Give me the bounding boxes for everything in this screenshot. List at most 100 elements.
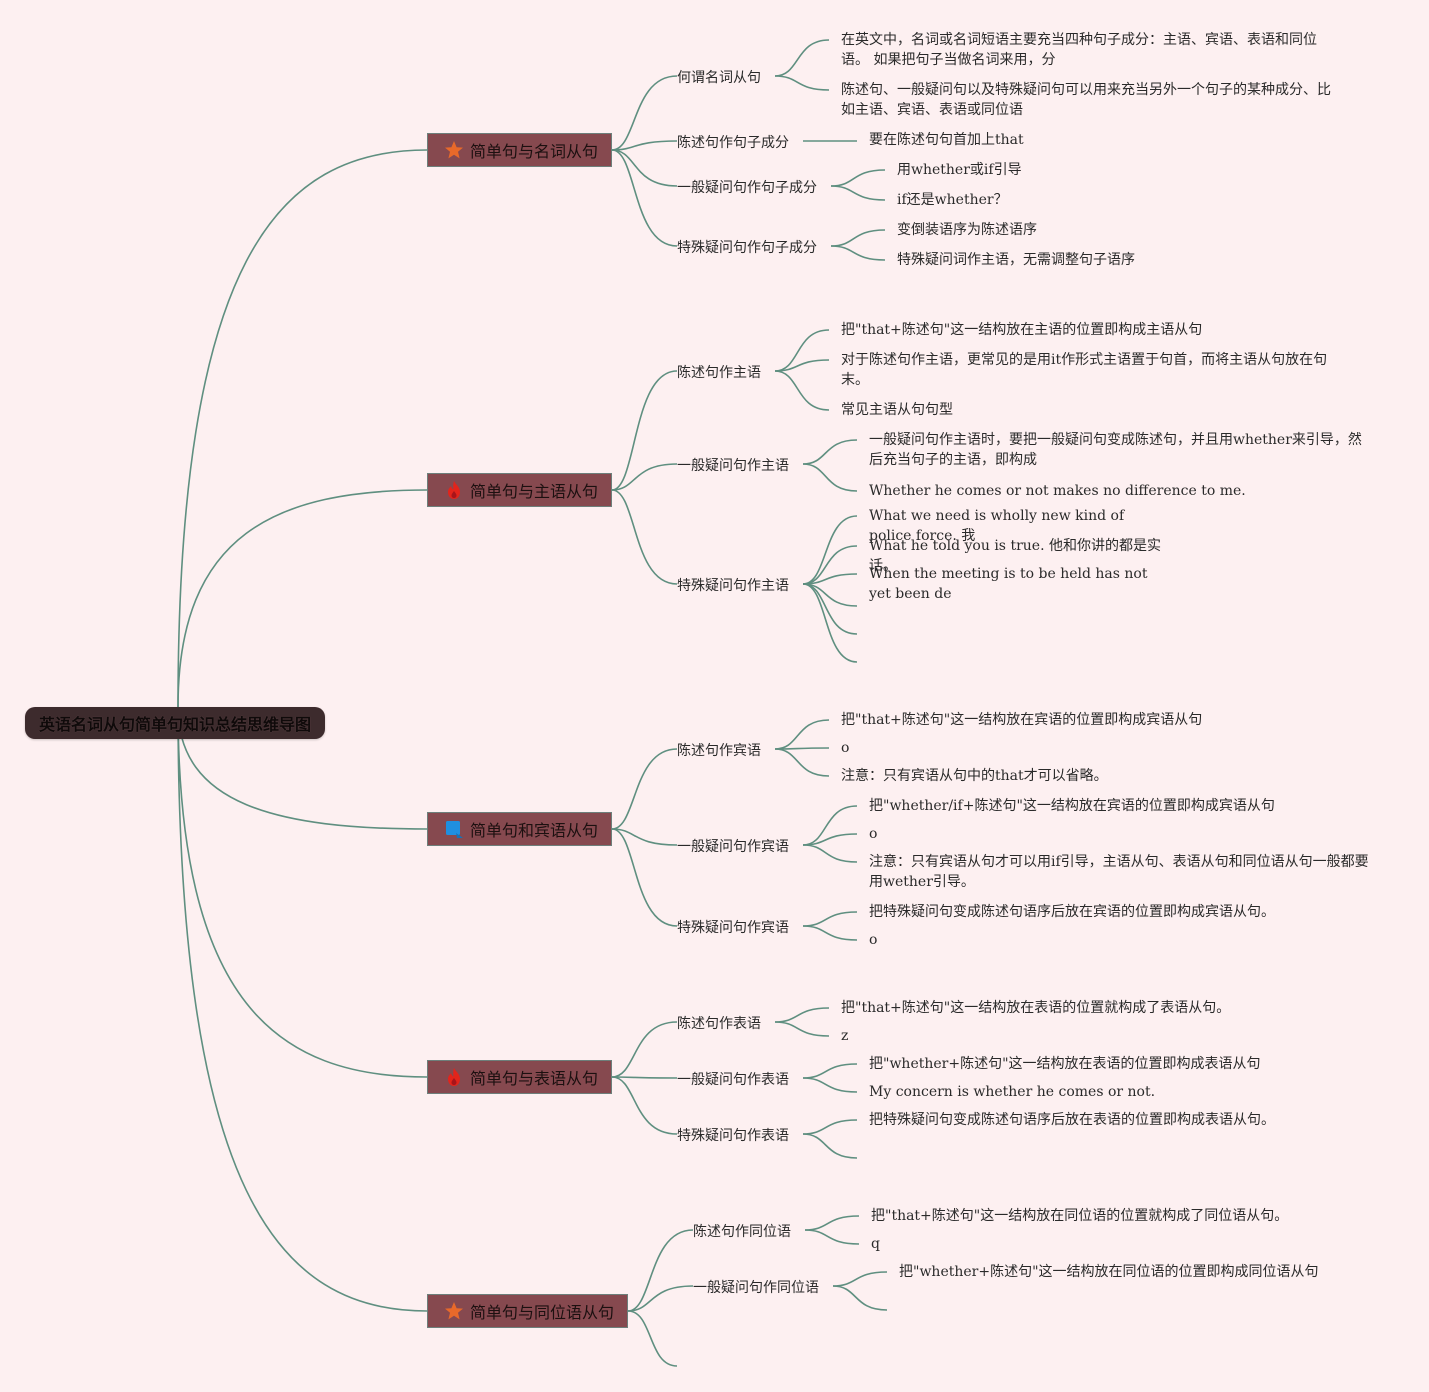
sub-topic[interactable]: 陈述句作句子成分 xyxy=(677,135,789,151)
branch-node-2[interactable]: 简单句与主语从句 xyxy=(427,473,612,507)
leaf-note[interactable]: 陈述句、一般疑问句以及特殊疑问句可以用来充当另外一个句子的某种成分、比如主语、宾… xyxy=(841,82,1331,118)
connector xyxy=(774,329,830,372)
connector xyxy=(611,1021,678,1078)
connector xyxy=(611,149,678,187)
connector xyxy=(177,706,428,830)
connector xyxy=(627,1285,694,1312)
connector xyxy=(774,748,830,777)
leaf-note[interactable]: 把"that+陈述句"这一结构放在同位语的位置就构成了同位语从句。 xyxy=(871,1208,1289,1224)
branch-label: 简单句与同位语从句 xyxy=(470,1303,615,1322)
sub-topic[interactable]: 一般疑问句作主语 xyxy=(677,458,789,474)
connector xyxy=(802,844,858,863)
root-node[interactable]: 英语名词从句简单句知识总结思维导图 xyxy=(25,707,325,739)
connector xyxy=(177,489,428,708)
leaf-note[interactable]: o xyxy=(869,932,878,948)
connector xyxy=(627,1310,678,1367)
leaf-note[interactable]: 把"whether+陈述句"这一结构放在表语的位置即构成表语从句 xyxy=(869,1056,1261,1072)
connector xyxy=(802,583,858,663)
leaf-note[interactable]: 一般疑问句作主语时，要把一般疑问句变成陈述句，并且用whether来引导，然后充… xyxy=(869,432,1362,468)
sub-topic[interactable]: 特殊疑问句作主语 xyxy=(677,578,789,594)
leaf-note[interactable]: 注意：只有宾语从句才可以用if引导，主语从句、表语从句和同位语从句一般都要用we… xyxy=(869,854,1369,890)
branch-node-1[interactable]: 简单句与名词从句 xyxy=(427,133,612,167)
leaf-note[interactable]: When the meeting is to be held has not y… xyxy=(869,566,1148,602)
sub-topic[interactable]: 何谓名词从句 xyxy=(677,70,761,86)
branch-node-3[interactable]: 简单句和宾语从句 xyxy=(427,812,612,846)
leaf-note[interactable]: What we need is wholly new kind of polic… xyxy=(869,508,1125,544)
sub-topic[interactable]: 陈述句作主语 xyxy=(677,365,761,381)
sub-topic[interactable]: 一般疑问句作句子成分 xyxy=(677,180,817,196)
connector xyxy=(627,1229,694,1312)
leaf-note[interactable]: 把特殊疑问句变成陈述句语序后放在表语的位置即构成表语从句。 xyxy=(869,1112,1275,1128)
connector xyxy=(611,75,678,151)
fire-icon xyxy=(444,480,464,500)
connector xyxy=(774,1007,830,1023)
connector xyxy=(177,706,428,1312)
leaf-note[interactable]: 把"whether+陈述句"这一结构放在同位语的位置即构成同位语从句 xyxy=(899,1264,1319,1280)
connector xyxy=(611,748,678,830)
leaf-note[interactable]: 注意：只有宾语从句中的that才可以省略。 xyxy=(841,768,1108,784)
sub-topic[interactable]: 特殊疑问句作宾语 xyxy=(677,920,789,936)
sub-topic[interactable]: 陈述句作同位语 xyxy=(693,1224,791,1240)
connector xyxy=(830,229,886,247)
leaf-note[interactable]: 在英文中，名词或名词短语主要充当四种句子成分：主语、宾语、表语和同位语。 如果把… xyxy=(841,32,1317,68)
leaf-note[interactable]: 常见主语从句句型 xyxy=(841,402,953,418)
connector xyxy=(832,1285,888,1311)
connector xyxy=(611,489,678,585)
connector xyxy=(802,1063,858,1079)
leaf-note[interactable]: 要在陈述句句首加上that xyxy=(869,132,1024,148)
sub-topic[interactable]: 特殊疑问句作句子成分 xyxy=(677,240,817,256)
branch-node-4[interactable]: 简单句与表语从句 xyxy=(427,1060,612,1094)
connector xyxy=(611,828,678,927)
leaf-note[interactable]: My concern is whether he comes or not. xyxy=(869,1084,1156,1100)
connector xyxy=(611,1076,678,1079)
leaf-note[interactable]: 把"whether/if+陈述句"这一结构放在宾语的位置即构成宾语从句 xyxy=(869,798,1275,814)
connector xyxy=(774,370,830,411)
leaf-note[interactable]: q xyxy=(871,1236,880,1252)
sub-topic[interactable]: 特殊疑问句作表语 xyxy=(677,1128,789,1144)
leaf-note[interactable]: o xyxy=(869,826,878,842)
connector xyxy=(611,828,678,846)
sub-topic[interactable]: 陈述句作宾语 xyxy=(677,743,761,759)
sub-topic[interactable]: 一般疑问句作宾语 xyxy=(677,839,789,855)
connector xyxy=(802,805,858,846)
leaf-note[interactable]: 对于陈述句作主语，更常见的是用it作形式主语置于句首，而将主语从句放在句末。 xyxy=(841,352,1328,388)
leaf-note[interactable]: z xyxy=(841,1028,849,1044)
leaf-note[interactable]: 把"that+陈述句"这一结构放在宾语的位置即构成宾语从句 xyxy=(841,712,1203,728)
leaf-note[interactable]: o xyxy=(841,740,850,756)
connector xyxy=(830,169,886,187)
connector xyxy=(611,463,678,491)
sub-topic[interactable]: 一般疑问句作表语 xyxy=(677,1072,789,1088)
connector xyxy=(802,1077,858,1093)
branch-node-5[interactable]: 简单句与同位语从句 xyxy=(427,1294,628,1328)
connector xyxy=(802,439,858,465)
sub-topic[interactable]: 陈述句作表语 xyxy=(677,1016,761,1032)
leaf-note[interactable]: 变倒装语序为陈述语序 xyxy=(897,222,1037,238)
sub-topic[interactable]: 一般疑问句作同位语 xyxy=(693,1280,819,1296)
leaf-note[interactable]: 用whether或if引导 xyxy=(897,162,1022,178)
branch-label: 简单句与名词从句 xyxy=(470,142,599,161)
connector xyxy=(611,140,678,151)
leaf-note[interactable]: 特殊疑问词作主语，无需调整句子语序 xyxy=(897,252,1135,268)
leaf-note[interactable]: Whether he comes or not makes no differe… xyxy=(869,483,1246,499)
connector xyxy=(830,245,886,261)
connector xyxy=(611,370,678,491)
branch-label: 简单句和宾语从句 xyxy=(470,821,599,840)
leaf-note[interactable]: 把特殊疑问句变成陈述句语序后放在宾语的位置即构成宾语从句。 xyxy=(869,904,1275,920)
connector xyxy=(611,1076,678,1135)
connector xyxy=(611,149,678,247)
connector xyxy=(774,1021,830,1037)
connector xyxy=(177,706,428,1078)
connector xyxy=(832,1271,888,1287)
leaf-note[interactable]: What he told you is true. 他和你讲的都是实话。 xyxy=(869,538,1161,574)
connector xyxy=(774,75,830,91)
connector xyxy=(802,463,858,492)
leaf-note[interactable]: 把"that+陈述句"这一结构放在表语的位置就构成了表语从句。 xyxy=(841,1000,1231,1016)
leaf-note[interactable]: if还是whether？ xyxy=(897,192,1008,208)
connector xyxy=(802,583,858,635)
connector xyxy=(177,149,428,708)
leaf-note[interactable]: 把"that+陈述句"这一结构放在主语的位置即构成主语从句 xyxy=(841,322,1203,338)
star-icon xyxy=(444,1301,464,1321)
connector xyxy=(804,1229,860,1245)
